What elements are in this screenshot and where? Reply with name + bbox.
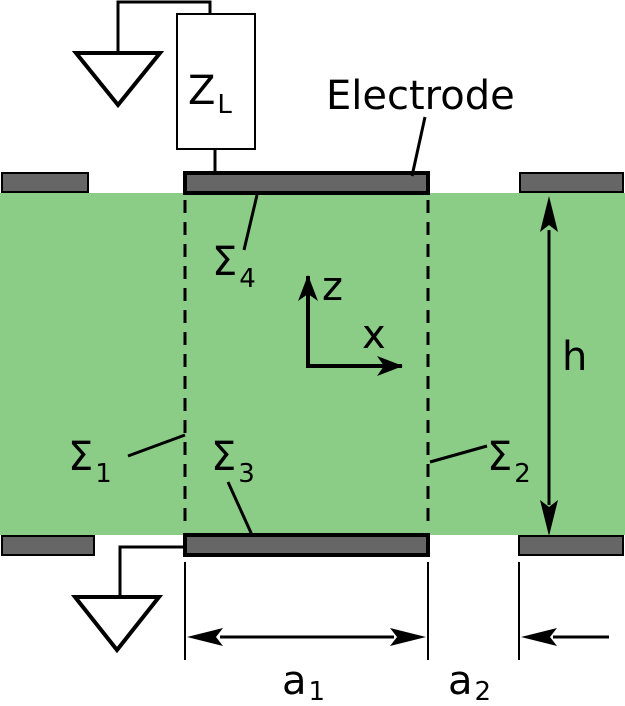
impedance-box	[176, 13, 256, 150]
sigma4-leader-line	[242, 194, 259, 251]
electrode-leader-line	[410, 116, 427, 177]
sigma4-label: Σ4	[212, 239, 256, 294]
a2-arrow-head-left	[521, 628, 557, 646]
ground-wire-bottom	[118, 545, 185, 597]
impedance-wire-top	[116, 0, 212, 53]
sigma2-label: Σ2	[487, 434, 531, 489]
electrode-label: Electrode	[326, 73, 515, 119]
a1-arrow-head-left	[187, 628, 223, 646]
ground-bottom-icon	[70, 595, 164, 654]
a1-label: a1	[282, 658, 325, 706]
electrode-bottom-center	[183, 533, 430, 557]
sigma1-leader-line	[127, 433, 186, 458]
electrode-bottom-right	[518, 535, 624, 556]
height-label: h	[562, 334, 587, 380]
a1-arrow-head-right	[390, 628, 426, 646]
ground-top-icon	[71, 51, 165, 109]
impedance-label: ZL	[188, 68, 232, 120]
sigma2-leader-line	[429, 444, 488, 464]
x-axis-label: x	[362, 312, 386, 358]
electrode-bottom-left	[1, 535, 95, 556]
a2-label: a2	[448, 658, 491, 706]
height-arrow-head-top	[540, 196, 558, 232]
height-arrow-head-bottom	[540, 500, 558, 536]
sigma1-label: Σ1	[68, 434, 112, 489]
z-axis-label: z	[322, 264, 343, 310]
electrode-top-left	[1, 172, 89, 193]
electrode-top-center	[183, 171, 430, 195]
sigma3-leader-line	[226, 481, 254, 536]
electrode-top-right	[519, 172, 624, 193]
sigma3-label: Σ3	[211, 434, 255, 489]
